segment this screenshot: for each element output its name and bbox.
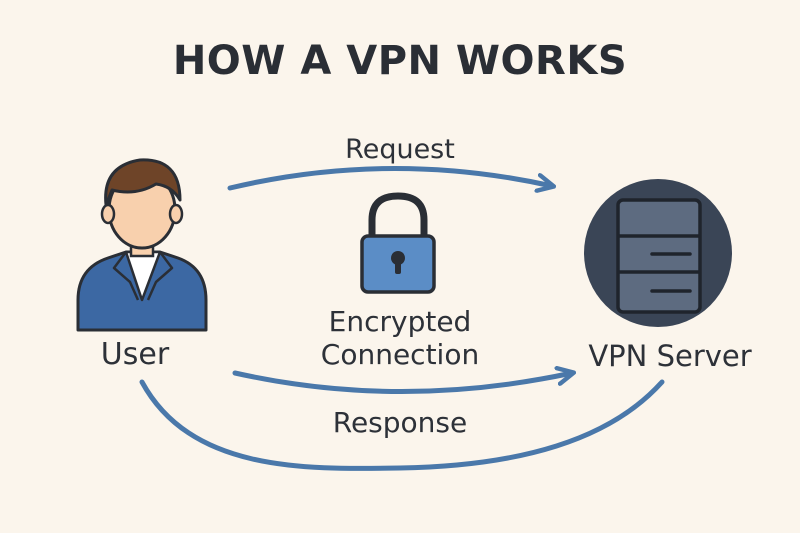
encrypted-connection-label: Encrypted Connection bbox=[290, 305, 510, 371]
request-label: Request bbox=[345, 134, 455, 165]
padlock-icon bbox=[360, 192, 436, 294]
response-label: Response bbox=[332, 406, 468, 439]
response-curve bbox=[139, 379, 665, 471]
vpn-server-label: VPN Server bbox=[588, 339, 752, 373]
connection-arrow bbox=[232, 373, 572, 394]
server-icon bbox=[584, 179, 732, 327]
user-label: User bbox=[100, 337, 170, 372]
encrypted-connection-line1: Encrypted bbox=[328, 305, 472, 338]
page-title: HOW A VPN WORKS bbox=[172, 38, 628, 84]
encrypted-connection-line2: Connection bbox=[320, 338, 480, 371]
request-arrow bbox=[227, 165, 552, 188]
person-icon bbox=[76, 158, 208, 332]
